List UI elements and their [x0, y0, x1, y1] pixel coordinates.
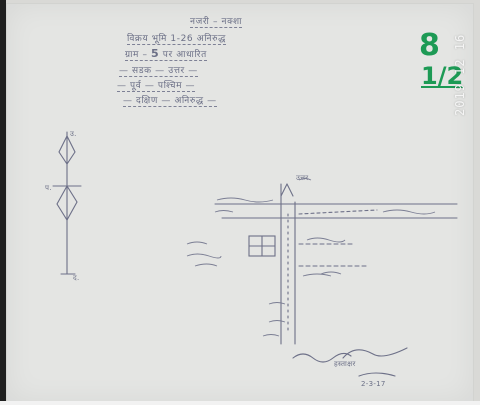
green-number-top: 8: [419, 28, 440, 63]
left-sketch-lower-diamond: [56, 184, 78, 222]
north-label: उत्तर: [296, 174, 309, 182]
photo-timestamp: 2019 12 16: [453, 33, 467, 116]
signature-label: हस्ताक्षर: [334, 360, 356, 368]
header-title: नजरी – नक्शा: [190, 14, 242, 28]
header-line-5: — पूर्व — पश्चिम —: [117, 78, 196, 92]
paper-sheet: नजरी – नक्शा विक्रय भूमि 1-26 अनिरुद्ध ग…: [6, 3, 474, 403]
left-sketch-upper-diamond: [58, 134, 76, 165]
date-label: 2-3-17: [361, 380, 386, 388]
header-line-6: — दक्षिण — अनिरुद्ध —: [123, 93, 217, 107]
green-number-bottom: 1/2: [421, 62, 464, 90]
left-sketch-side-label: प.: [45, 184, 52, 192]
line3-pre: ग्राम –: [125, 50, 152, 60]
header-line-3: ग्राम – 5 पर आधारित: [125, 47, 207, 61]
header-line-2: विक्रय भूमि 1-26 अनिरुद्ध: [127, 31, 226, 45]
sketch-lines: [52, 131, 458, 377]
line3-number: 5: [151, 47, 160, 60]
header-line-4: — सडक — उत्तर —: [119, 63, 198, 77]
photo-bottom-edge: [0, 401, 480, 405]
line3-post: पर आधारित: [159, 50, 207, 60]
photo-left-edge: [0, 0, 6, 405]
left-sketch-top-label: उ.: [70, 130, 77, 138]
left-sketch-bottom-label: द.: [73, 274, 80, 282]
